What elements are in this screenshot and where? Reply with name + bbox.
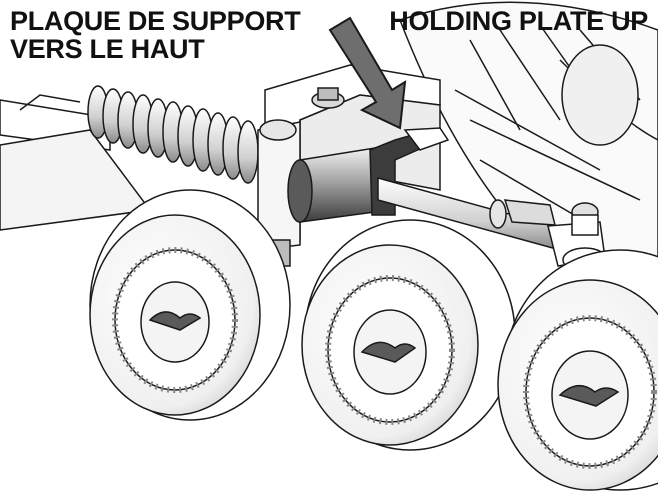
french-caption-line1: PLAQUE DE SUPPORT: [10, 6, 301, 36]
winged-logo-icon: [558, 385, 620, 407]
english-caption: HOLDING PLATE UP: [389, 6, 648, 36]
left-shaft: [0, 94, 152, 231]
french-caption-line2: VERS LE HAUT: [10, 34, 205, 64]
winged-logo-icon: [148, 311, 202, 331]
coil-spring: [87, 85, 259, 184]
wheel-middle: [301, 219, 516, 451]
cylinder: [287, 127, 450, 223]
french-caption: PLAQUE DE SUPPORT VERS LE HAUT: [10, 6, 301, 64]
down-arrow-icon: [328, 16, 407, 130]
piston-rod: [377, 177, 561, 251]
winged-logo-icon: [360, 341, 417, 363]
wheel-left: [89, 189, 291, 421]
spring-bracket: [257, 119, 301, 267]
wheel-right: [497, 249, 658, 491]
